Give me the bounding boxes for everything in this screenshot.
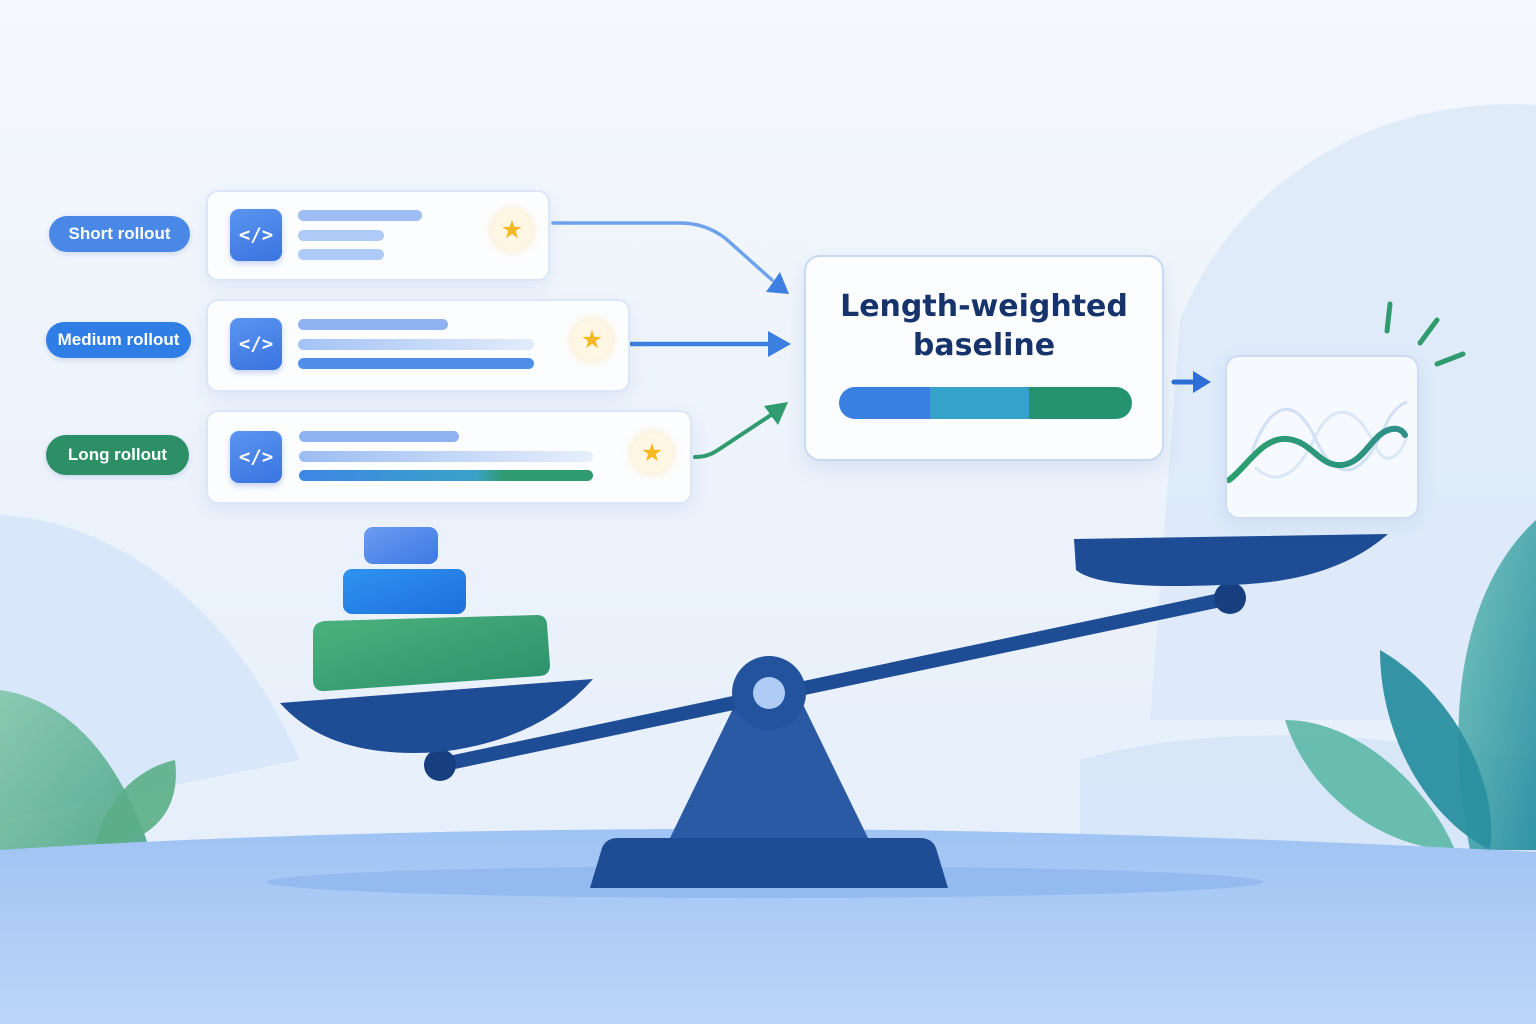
code-icon: </> <box>230 318 282 370</box>
medium-rollout-pill: Medium rollout <box>46 322 191 358</box>
code-line <box>298 210 422 221</box>
code-icon: </> <box>230 209 282 261</box>
stacked-blocks <box>313 527 550 692</box>
short-rollout-card: </> ★ <box>206 190 550 281</box>
code-line <box>298 339 534 350</box>
sparkle-icon <box>1384 301 1466 367</box>
code-line <box>298 230 384 241</box>
long-rollout-card: </> ★ <box>206 410 692 504</box>
balance-scale <box>280 527 1388 888</box>
baseline-bar-segment <box>929 387 1030 419</box>
code-line <box>299 470 593 481</box>
star-icon: ★ <box>492 210 532 250</box>
code-line <box>298 319 448 330</box>
long-rollout-pill: Long rollout <box>46 435 189 475</box>
right-leaf-decoration <box>1285 520 1536 850</box>
medium-rollout-card: </> ★ <box>206 299 630 392</box>
code-line <box>298 249 384 260</box>
code-line <box>298 358 534 369</box>
arrow-long-to-baseline <box>693 402 788 459</box>
result-chart-box <box>1225 355 1419 519</box>
star-icon: ★ <box>632 433 672 473</box>
baseline-title: Length-weighted baseline <box>840 289 1128 363</box>
left-leaf-decoration <box>0 690 176 870</box>
code-line <box>299 431 459 442</box>
wave-chart-icon <box>1227 400 1409 483</box>
baseline-bar-segment <box>839 387 930 419</box>
arrow-right-icon <box>766 272 789 294</box>
arrow-right-icon <box>768 331 791 357</box>
star-icon: ★ <box>572 320 612 360</box>
baseline-progress-bar <box>839 387 1132 419</box>
arrow-right-icon <box>1193 371 1211 393</box>
arrow-medium-to-baseline <box>628 331 791 357</box>
code-icon: </> <box>230 431 282 483</box>
short-rollout-pill: Short rollout <box>49 216 190 252</box>
arrow-baseline-to-result <box>1171 371 1211 393</box>
length-weighted-baseline-box: Length-weighted baseline <box>804 255 1164 461</box>
code-line <box>299 451 593 462</box>
baseline-bar-segment <box>1029 387 1132 419</box>
arrow-right-icon <box>764 402 788 425</box>
arrow-short-to-baseline <box>551 221 789 294</box>
